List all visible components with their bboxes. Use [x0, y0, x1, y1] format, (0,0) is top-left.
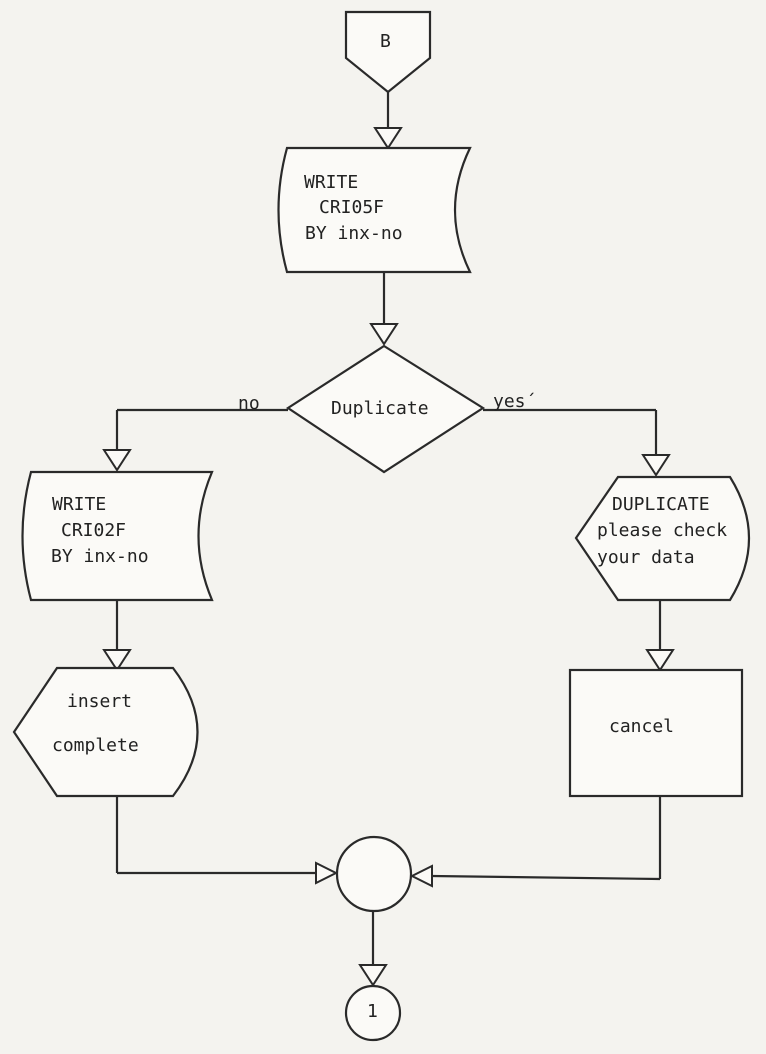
process-cancel-shape: [568, 668, 744, 798]
insert-line1: insert: [67, 691, 133, 712]
connector-1-label: 1: [367, 1001, 378, 1022]
duplicate-line3: your data: [597, 547, 695, 568]
write-cri02f-line1: WRITE: [52, 494, 107, 515]
connector-b-label: B: [380, 31, 391, 52]
arrowhead: [358, 964, 388, 987]
connector-1: [344, 984, 402, 1042]
merge-connector: [335, 835, 413, 913]
arrowhead: [102, 649, 132, 672]
write-cri05f-line2: CRI05F: [319, 197, 385, 218]
offpage-connector-b: [344, 10, 432, 94]
no-branch-label: no: [238, 393, 260, 414]
decision-label: Duplicate: [331, 398, 429, 419]
write-cri02f-line2: CRI02F: [61, 520, 127, 541]
yes-branch-label: yes´: [493, 391, 537, 412]
write-cri05f-line1: WRITE: [304, 172, 359, 193]
flow-line-cancel-to-merge-h: [431, 874, 661, 881]
display-insert-shape: [12, 666, 199, 798]
arrowhead: [641, 454, 671, 477]
insert-line2: complete: [52, 735, 139, 756]
cancel-label: cancel: [609, 716, 675, 737]
arrowhead: [315, 861, 339, 885]
display-duplicate-shape: [574, 475, 751, 602]
write-cri02f-line3: BY inx-no: [51, 546, 149, 567]
write-cri05f-shape: [277, 146, 472, 274]
write-cri02f-shape: [21, 470, 214, 602]
arrowhead: [373, 127, 403, 150]
arrowhead: [369, 323, 399, 346]
write-cri05f-line3: BY inx-no: [305, 223, 403, 244]
arrowhead: [102, 449, 132, 472]
arrowhead: [409, 864, 433, 888]
duplicate-line1: DUPLICATE: [612, 494, 710, 515]
decision-diamond: [285, 344, 486, 474]
duplicate-line2: please check: [597, 520, 728, 541]
arrowhead: [645, 649, 675, 672]
